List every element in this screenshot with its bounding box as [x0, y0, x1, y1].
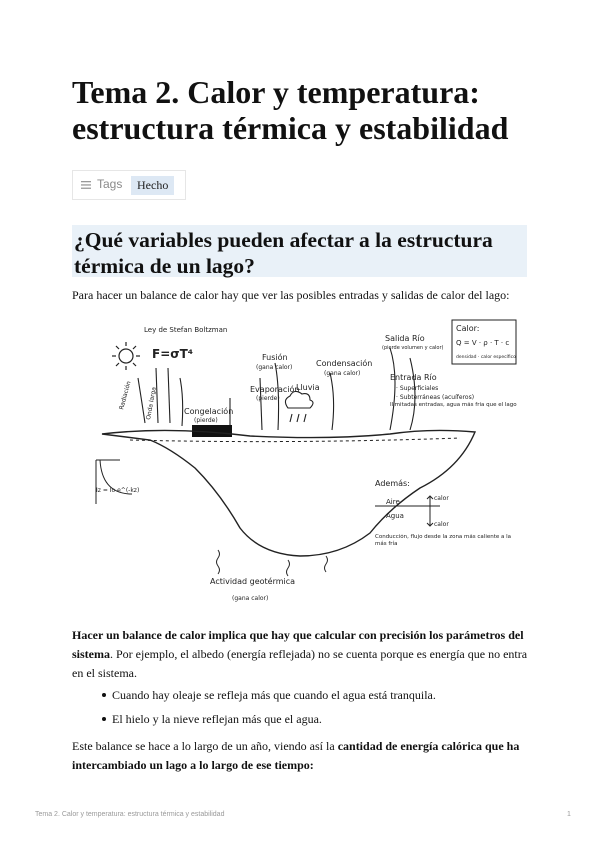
congelacion-label: Congelación: [184, 406, 233, 416]
evaporacion-note: (pierde): [256, 395, 280, 402]
year-balance-text: Este balance se hace a lo largo de un añ…: [72, 739, 338, 753]
section-heading: ¿Qué variables pueden afectar a la estru…: [72, 225, 527, 278]
evaporacion-label: Evaporación: [250, 384, 299, 394]
calor-box: [451, 319, 517, 365]
ademas-label: Además:: [375, 479, 410, 488]
long-wave-label: Onda larga: [145, 386, 158, 420]
cloud-icon: [284, 390, 314, 423]
page-number: 1: [567, 811, 571, 818]
intro-paragraph: Para hacer un balance de calor hay que v…: [72, 288, 510, 302]
lake-heat-balance-diagram: Ley de Stefan Boltzman F=σT⁴ Radiación O…: [95, 319, 517, 602]
congelacion-note: (pierde): [194, 417, 218, 424]
balance-paragraph: Hacer un balance de calor implica que ha…: [72, 626, 532, 683]
actividad-label: Actividad geotérmica: [210, 576, 295, 586]
entrada-note: Ilimitadas entradas, agua más fría que e…: [390, 402, 517, 408]
extinction-graph: [95, 459, 133, 504]
lake-basin: [101, 429, 477, 557]
calor-formula: Q = V · ρ · T · c: [456, 339, 509, 347]
tag-chip-hecho[interactable]: Hecho: [131, 176, 175, 195]
sun-icon: [112, 342, 140, 370]
calor-box-title: Calor:: [456, 324, 479, 333]
agua-label: Agua: [386, 512, 404, 520]
tags-property[interactable]: Tags Hecho: [72, 170, 186, 200]
fusion-label: Fusión: [262, 352, 288, 362]
entrada-rio-label: Entrada Río: [390, 373, 437, 382]
page-footer: Tema 2. Calor y temperatura: estructura …: [35, 811, 225, 818]
entrada-item-2: · Subterráneas (acuíferos): [396, 394, 474, 401]
salida-rio-note: (pierde volumen y calor): [382, 345, 444, 351]
entrada-item-1: · Superficiales: [396, 385, 438, 392]
list-icon: [81, 181, 91, 189]
stefan-formula: F=σT⁴: [152, 347, 193, 361]
list-item: Cuando hay oleaje se refleja más que cua…: [72, 686, 436, 710]
balance-rest: . Por ejemplo, el albedo (energía reflej…: [72, 647, 528, 680]
radiation-label: Radiación: [118, 380, 132, 410]
calor-up-label: calor: [434, 495, 449, 502]
ice-block: [192, 425, 232, 437]
condensacion-note: (gana calor): [324, 370, 360, 377]
stefan-label: Ley de Stefan Boltzman: [144, 326, 227, 334]
calor-formula-note: densidad · calor específico: [456, 353, 516, 360]
year-balance-paragraph: Este balance se hace a lo largo de un añ…: [72, 737, 532, 775]
calor-down-label: calor: [434, 521, 449, 528]
fusion-note: (gana calor): [256, 364, 292, 371]
balance-bold: Hacer un balance de calor implica que ha…: [72, 628, 524, 661]
extinction-formula: Iz = Io e^(-kz): [96, 487, 139, 494]
aire-label: Aire: [386, 498, 400, 506]
year-balance-bold: cantidad de energía calórica que ha inte…: [72, 739, 520, 772]
conduccion-note: Conducción, flujo desde la zona más cali…: [375, 534, 512, 547]
condensacion-label: Condensación: [316, 358, 372, 368]
actividad-note: (gana calor): [232, 595, 268, 602]
page-title: Tema 2. Calor y temperatura: estructura …: [72, 74, 509, 146]
salida-rio-label: Salida Río: [385, 334, 425, 343]
bullet-list: Cuando hay oleaje se refleja más que cua…: [72, 686, 436, 734]
lluvia-label: Lluvia: [296, 383, 320, 392]
tags-label: Tags: [97, 177, 123, 191]
list-item: El hielo y la nieve reflejan más que el …: [72, 710, 436, 734]
